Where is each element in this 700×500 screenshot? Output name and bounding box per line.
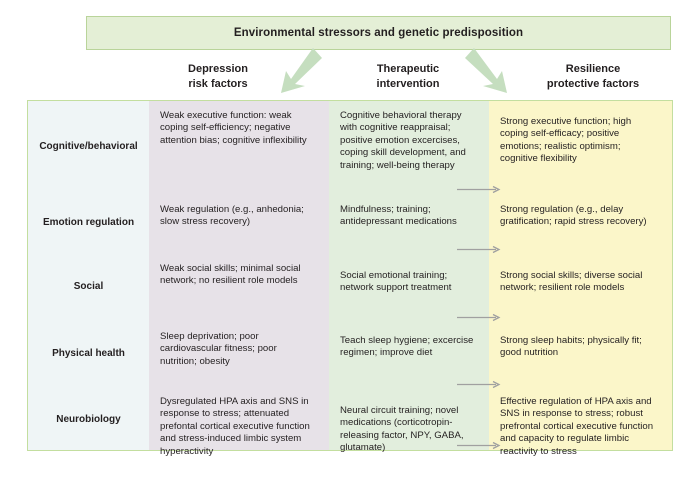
table-row: Social Weak social skills; minimal socia…	[28, 253, 672, 321]
column-background-resilience	[489, 101, 672, 450]
row-resilience-social: Strong social skills; diverse social net…	[500, 270, 643, 294]
row-risk-emotion-regulation: Weak regulation (e.g., anhedonia; slow s…	[160, 204, 304, 228]
arrow-right-icon	[457, 185, 501, 194]
row-label-physical-health: Physical health	[52, 348, 125, 360]
table-row: Cognitive/behavioral Weak executive func…	[28, 101, 672, 194]
row-resilience-physical-health: Strong sleep habits; physically fit; goo…	[500, 335, 642, 359]
arrow-right-icon	[457, 380, 501, 389]
row-label-emotion-regulation: Emotion regulation	[42, 217, 135, 229]
column-background-label	[28, 101, 149, 450]
table-row: Neurobiology Dysregulated HPA axis and S…	[28, 388, 672, 457]
table-row: Emotion regulation Weak regulation (e.g.…	[28, 194, 672, 253]
row-label-cognitive-behavioral: Cognitive/behavioral	[39, 141, 138, 153]
row-label-neurobiology: Neurobiology	[56, 413, 121, 425]
arrow-down-left-icon	[281, 48, 322, 93]
row-risk-neurobiology: Dysregulated HPA axis and SNS in respons…	[160, 396, 310, 457]
row-therapy-neurobiology: Neural circuit training; novel medicatio…	[340, 405, 464, 454]
arrow-right-icon	[457, 245, 501, 254]
arrow-right-icon	[457, 313, 501, 322]
row-therapy-emotion-regulation: Mindfulness; training; antidepressant me…	[340, 204, 457, 228]
arrow-down-right-icon	[465, 48, 507, 93]
row-therapy-cognitive-behavioral: Cognitive behavioral therapy with cognit…	[340, 110, 466, 171]
row-label-social: Social	[73, 280, 104, 292]
row-resilience-emotion-regulation: Strong regulation (e.g., delay gratifica…	[500, 204, 647, 228]
column-background-stripes	[28, 101, 672, 450]
column-background-therapy	[329, 101, 489, 450]
row-risk-physical-health: Sleep deprivation; poor cardiovascular f…	[160, 331, 277, 367]
table-row: Physical health Sleep deprivation; poor …	[28, 321, 672, 388]
row-risk-cognitive-behavioral: Weak executive function: weak coping sel…	[160, 110, 307, 146]
row-therapy-physical-health: Teach sleep hygiene; excercise regimen; …	[340, 335, 474, 359]
row-therapy-social: Social emotional training; network suppo…	[340, 270, 452, 294]
arrow-right-icon	[457, 441, 501, 450]
column-background-risk	[149, 101, 329, 450]
row-resilience-neurobiology: Effective regulation of HPA axis and SNS…	[500, 396, 654, 457]
table-rows: Cognitive/behavioral Weak executive func…	[28, 101, 672, 457]
column-header-depression-risk-factors: Depression risk factors	[188, 63, 248, 90]
column-header-resilience-protective-factors: Resilience protective factors	[546, 63, 640, 90]
environmental-stressors-banner: Environmental stressors and genetic pred…	[86, 16, 671, 50]
banner-title: Environmental stressors and genetic pred…	[233, 27, 524, 39]
row-resilience-cognitive-behavioral: Strong executive function; high coping s…	[500, 116, 632, 165]
row-risk-social: Weak social skills; minimal social netwo…	[160, 263, 301, 287]
column-header-therapeutic-intervention: Therapeutic intervention	[376, 63, 440, 90]
resilience-matrix-table: Cognitive/behavioral Weak executive func…	[27, 100, 673, 457]
